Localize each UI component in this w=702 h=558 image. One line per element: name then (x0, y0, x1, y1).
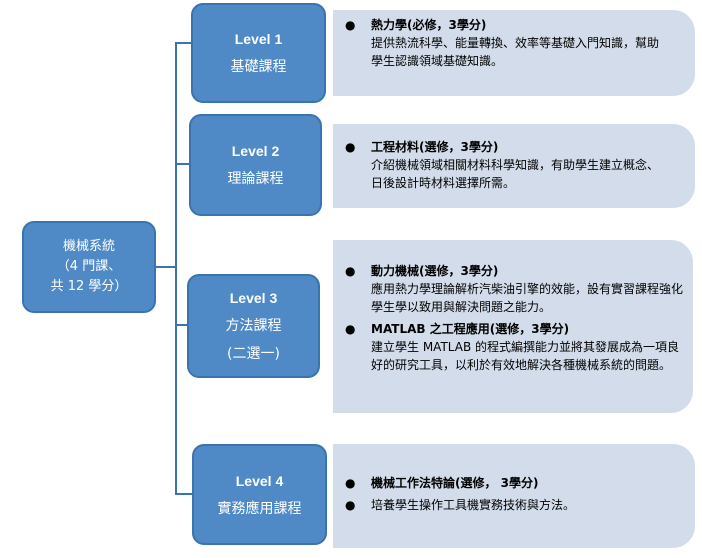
level-3-name: 方法課程 (225, 318, 282, 334)
level-1-node: Level 1 基礎課程 (191, 3, 326, 103)
level-1-name: 基礎課程 (230, 59, 287, 75)
course-text: 介紹機械領域相關材料科學知識，有助學生建立概念、日後設計時材料選擇所需。 (371, 158, 660, 190)
bullet-icon: ● (345, 18, 356, 32)
level-4-node: Level 4 實務應用課程 (192, 444, 327, 545)
level-1-label: Level 1 (234, 31, 283, 47)
course-text: 培養學生操作工具機實務技術與方法。 (371, 498, 576, 512)
root-subtitle-1: （4 門課、 (56, 259, 122, 274)
level-2-name: 理論課程 (227, 171, 284, 187)
bullet-icon: ● (345, 322, 356, 336)
course-item: ● 機械工作法特論(選修， 3學分) (343, 474, 685, 492)
course-item: ● 動力機械(選修，3學分) 應用熱力學理論解析汽柴油引擎的效能，設有實習課程強… (343, 262, 683, 316)
course-title: 機械工作法特論(選修， 3學分) (371, 476, 539, 490)
course-item: ● 熱力學(必修，3學分) 提供熱流科學、能量轉換、效率等基礎入門知識，幫助學生… (343, 16, 685, 70)
bullet-icon: ● (345, 140, 356, 154)
connector-level-4 (175, 493, 193, 495)
root-title: 機械系統 (62, 239, 115, 254)
course-title: 工程材料(選修，3學分) (371, 140, 499, 154)
level-4-description: ● 機械工作法特論(選修， 3學分) ● 培養學生操作工具機實務技術與方法。 (333, 444, 695, 548)
level-3-description: ● 動力機械(選修，3學分) 應用熱力學理論解析汽柴油引擎的效能，設有實習課程強… (333, 240, 693, 413)
level-2-node: Level 2 理論課程 (189, 114, 322, 216)
level-2-description: ● 工程材料(選修，3學分) 介紹機械領域相關材料科學知識，有助學生建立概念、日… (333, 124, 695, 208)
bullet-icon: ● (345, 498, 356, 512)
root-node: 機械系統 （4 門課、 共 12 學分） (22, 221, 156, 313)
bullet-icon: ● (345, 476, 356, 490)
course-item: ● 培養學生操作工具機實務技術與方法。 (343, 496, 685, 514)
course-item: ● MATLAB 之工程應用(選修，3學分) 建立學生 MATLAB 的程式編撰… (343, 320, 683, 374)
course-item: ● 工程材料(選修，3學分) 介紹機械領域相關材料科學知識，有助學生建立概念、日… (343, 138, 685, 192)
connector-level-1 (175, 42, 193, 44)
level-3-label: Level 3 (229, 290, 278, 306)
connector-trunk (175, 42, 177, 495)
connector-level-3 (175, 324, 188, 326)
connector-level-2 (175, 163, 190, 165)
bullet-icon: ● (345, 264, 356, 278)
level-4-label: Level 4 (235, 472, 284, 489)
connector-root (156, 266, 176, 268)
level-2-label: Level 2 (231, 143, 280, 159)
course-text: 應用熱力學理論解析汽柴油引擎的效能，設有實習課程強化學生學以致用與解決問題之能力… (371, 282, 684, 314)
course-text: 提供熱流科學、能量轉換、效率等基礎入門知識，幫助學生認識領域基礎知識。 (371, 36, 660, 68)
root-subtitle-2: 共 12 學分） (50, 279, 128, 294)
course-title: 熱力學(必修，3學分) (371, 18, 487, 32)
level-4-name: 實務應用課程 (217, 500, 302, 517)
level-1-description: ● 熱力學(必修，3學分) 提供熱流科學、能量轉換、效率等基礎入門知識，幫助學生… (333, 10, 695, 96)
course-title: MATLAB 之工程應用(選修，3學分) (371, 322, 570, 336)
course-title: 動力機械(選修，3學分) (371, 264, 499, 278)
course-text: 建立學生 MATLAB 的程式編撰能力並將其發展成為一項良好的研究工具，以利於有… (371, 340, 679, 372)
level-3-node: Level 3 方法課程 (二選一) (187, 274, 320, 378)
level-3-note: (二選一) (227, 346, 280, 362)
